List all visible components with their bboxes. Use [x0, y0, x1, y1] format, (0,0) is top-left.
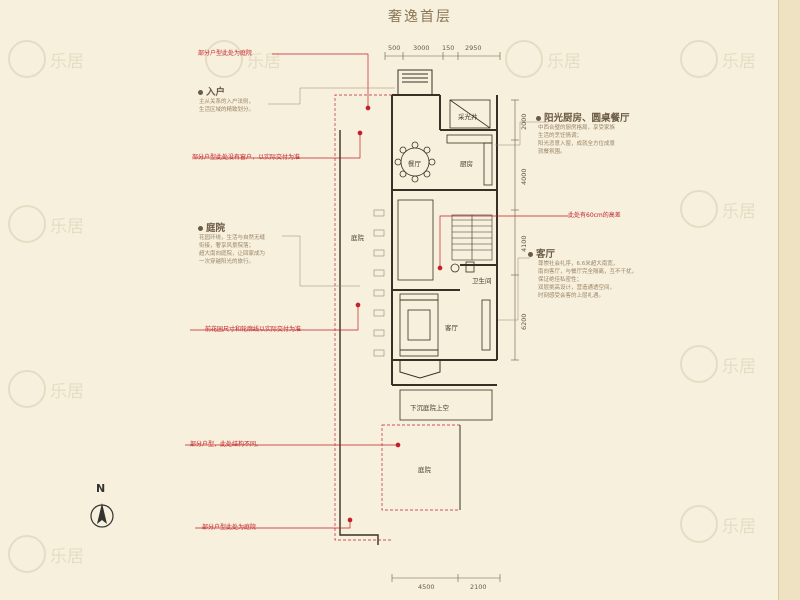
dining-table — [394, 141, 436, 183]
note-structure-variant: 部分户型，此处结构不同。 — [190, 441, 263, 448]
leju-logo-icon — [8, 40, 46, 78]
note-garden-variant-top: 部分户型此处为庭院 — [198, 50, 253, 57]
section-garden-heading: 庭院 — [198, 220, 225, 234]
leju-logo-icon — [8, 535, 46, 573]
watermark: 乐居 — [680, 345, 756, 383]
page-title: 奢逸首层 — [388, 9, 452, 25]
right-dimension-line — [511, 99, 519, 361]
room-side-garden: 庭院 — [351, 234, 364, 242]
section-entrance-text: 主从关系的入户法则， 生活区域的精致划分。 — [199, 99, 255, 113]
watermark: 乐居 — [8, 40, 84, 78]
bullet-icon — [528, 252, 533, 257]
room-back-garden: 庭院 — [418, 466, 431, 474]
bottom-dimension-line — [391, 574, 501, 582]
leju-logo-icon — [680, 345, 718, 383]
dim-top-1: 500 — [388, 44, 401, 52]
corridor-storage — [397, 199, 434, 281]
note-no-window: 部分户型此处没有窗户，以实际交付为准 — [192, 154, 301, 161]
room-bathroom: 卫生间 — [472, 277, 492, 285]
site-boundary-wall — [339, 130, 379, 545]
north-compass: N — [88, 482, 116, 532]
section-garden-text: 花园环绕，生活与自然无缝 衔接，奢享风景院落； 超大南向庭院，让回家成为 一次穿… — [199, 235, 266, 265]
dim-bottom-1: 4500 — [418, 583, 435, 591]
skylight-well — [449, 99, 491, 129]
note-garden-variant-bottom: 部分户型此处为庭院 — [202, 524, 257, 531]
stepping-stones — [373, 209, 385, 357]
dim-right-3: 4100 — [520, 235, 528, 252]
room-living: 客厅 — [445, 324, 458, 332]
leju-logo-icon — [680, 190, 718, 228]
leju-logo-icon — [205, 40, 243, 78]
watermark: 乐居 — [680, 505, 756, 543]
section-kitchen-text: 中西合璧的厨房格局，享受家族 生活的烹饪情调； 阳光恣意入窗，成就全方位成景 就… — [538, 125, 616, 155]
watermark: 乐居 — [680, 40, 756, 78]
watermark: 乐居 — [8, 370, 84, 408]
watermark: 乐居 — [205, 40, 281, 78]
side-garden-outline — [334, 94, 392, 541]
room-sunken-courtyard: 下沉庭院上空 — [410, 404, 449, 412]
section-kitchen-heading: 阳光厨房、圆桌餐厅 — [536, 110, 630, 124]
kitchen-counter — [446, 134, 493, 186]
right-edge-strip — [778, 0, 800, 600]
watermark: 乐居 — [680, 190, 756, 228]
bullet-icon — [536, 116, 541, 121]
note-height-difference: 此处有60cm的高差 — [568, 212, 621, 219]
leju-logo-icon — [8, 370, 46, 408]
annotation-leaders — [185, 53, 568, 529]
section-entrance-heading: 入户 — [198, 84, 225, 98]
dim-top-4: 2950 — [465, 44, 482, 52]
dim-bottom-2: 2100 — [470, 583, 487, 591]
dim-right-4: 6200 — [520, 313, 528, 330]
entrance-porch — [397, 69, 433, 96]
dim-right-1: 2000 — [520, 113, 528, 130]
staircase — [451, 214, 493, 261]
building-walls — [391, 94, 498, 386]
room-dining: 餐厅 — [408, 160, 421, 168]
living-sofa-set — [399, 293, 439, 357]
section-living-text: 尊崇社会礼序，6.6米超大南宽， 南向客厅，与餐厅完全隔离，互不干扰， 保证绝佳… — [538, 261, 638, 299]
room-skylight: 采光井 — [458, 113, 478, 121]
leju-logo-icon — [8, 205, 46, 243]
section-leaders — [268, 87, 548, 321]
watermark: 乐居 — [8, 535, 84, 573]
section-living-heading: 客厅 — [528, 246, 555, 260]
leju-logo-icon — [505, 40, 543, 78]
bathroom-fixtures — [450, 261, 475, 273]
room-kitchen: 厨房 — [460, 160, 473, 168]
watermark: 乐居 — [505, 40, 581, 78]
note-front-garden: 前花园尺寸和轮廓线以实际交付为准 — [205, 326, 302, 333]
dim-top-2: 3000 — [413, 44, 430, 52]
watermark: 乐居 — [8, 205, 84, 243]
leju-logo-icon — [680, 505, 718, 543]
dim-right-2: 4000 — [520, 168, 528, 185]
north-arrow-icon — [90, 503, 114, 528]
bullet-icon — [198, 90, 203, 95]
bay-window — [399, 360, 441, 379]
top-dimension-line — [384, 52, 501, 60]
sunken-courtyard-void — [399, 389, 493, 421]
bullet-icon — [198, 226, 203, 231]
leju-logo-icon — [680, 40, 718, 78]
tv-cabinet — [481, 299, 491, 351]
dim-top-3: 150 — [442, 44, 455, 52]
